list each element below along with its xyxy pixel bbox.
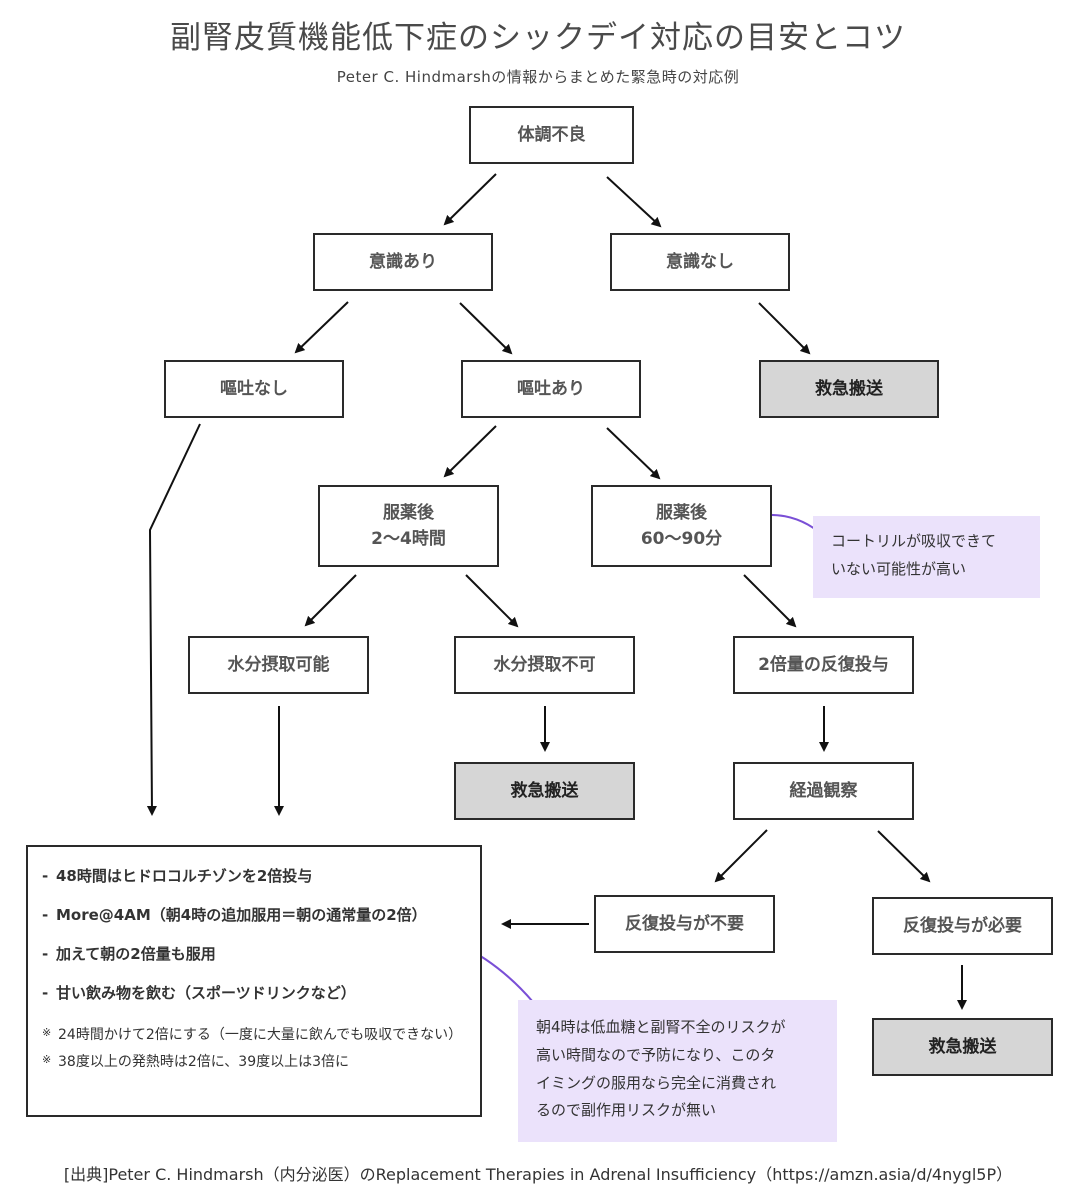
- node-repeat-needed-label: 反復投与が必要: [903, 915, 1022, 936]
- node-double-dose-repeat: 2倍量の反復投与: [733, 636, 914, 694]
- footnote-1-text: 24時間かけて2倍にする（一度に大量に飲んでも吸収できない）: [58, 1027, 463, 1043]
- arrow-after-2-4-to-water-ok: [304, 574, 357, 627]
- arrow-after-60-90-to-double: [743, 574, 797, 628]
- arrow-start-to-unconscious: [606, 176, 662, 228]
- node-water-ok-label: 水分摂取可能: [227, 654, 330, 675]
- node-double-repeat-label: 2倍量の反復投与: [758, 654, 889, 675]
- node-emergency-2: 救急搬送: [454, 762, 635, 820]
- arrow-unconscious-to-emergency: [758, 302, 811, 355]
- instruction-text: More@4AM（朝4時の追加服用＝朝の通常量の2倍）: [56, 906, 427, 924]
- instruction-item: -甘い飲み物を飲む（スポーツドリンクなど）: [42, 978, 466, 1017]
- node-water-ng: 水分摂取不可: [454, 636, 635, 694]
- node-conscious-label: 意識あり: [369, 251, 437, 272]
- arrow-vomit-to-after-60-90: [606, 427, 661, 480]
- node-conscious: 意識あり: [313, 233, 493, 291]
- note-cortril-absorption: コートリルが吸収できて いない可能性が高い: [813, 516, 1040, 598]
- instruction-text: 48時間はヒドロコルチゾンを2倍投与: [56, 867, 313, 885]
- node-repeat-unneeded: 反復投与が不要: [594, 895, 775, 953]
- bullet-dash: -: [42, 984, 49, 1002]
- instruction-item: -48時間はヒドロコルチゾンを2倍投与: [42, 861, 466, 900]
- note-4am-line1: 朝4時は低血糖と副腎不全のリスクが: [536, 1018, 786, 1036]
- footnote-2: ※ 38度以上の発熱時は2倍に、39度以上は3倍に: [42, 1050, 466, 1075]
- note-cortril-line2: いない可能性が高い: [831, 559, 967, 578]
- node-after-60-90-line1: 服薬後: [656, 502, 707, 523]
- node-repeat-unneeded-label: 反復投与が不要: [625, 913, 744, 934]
- footnote-2-text: 38度以上の発熱時は2倍に、39度以上は3倍に: [58, 1054, 350, 1071]
- node-unconscious-label: 意識なし: [666, 251, 734, 272]
- node-repeat-needed: 反復投与が必要: [872, 897, 1053, 955]
- node-after-60-90-min: 服薬後 60〜90分: [591, 485, 772, 567]
- arrow-conscious-to-no-vomit: [294, 301, 349, 354]
- node-observe-label: 経過観察: [789, 780, 858, 801]
- node-emergency-3: 救急搬送: [872, 1018, 1053, 1076]
- node-unconscious: 意識なし: [610, 233, 790, 291]
- instruction-text: 甘い飲み物を飲む（スポーツドリンクなど）: [56, 984, 356, 1002]
- note-4am-line3: イミングの服用なら完全に消費され: [536, 1073, 777, 1092]
- arrow-observe-to-unneeded: [714, 829, 768, 883]
- node-no-vomit-label: 嘔吐なし: [220, 378, 288, 399]
- arrow-conscious-to-vomit: [459, 302, 513, 355]
- node-water-ng-label: 水分摂取不可: [493, 654, 596, 675]
- note-4am-line4: るので副作用リスクが無い: [536, 1101, 717, 1120]
- note-4am-line2: 高い時間なので予防になり、このタ: [536, 1045, 776, 1064]
- footnote-mark: ※: [42, 1053, 52, 1067]
- instruction-item: -More@4AM（朝4時の追加服用＝朝の通常量の2倍）: [42, 900, 466, 939]
- node-vomit-label: 嘔吐あり: [517, 378, 585, 399]
- diagram-title: 副腎皮質機能低下症のシックデイ対応の目安とコツ: [170, 20, 906, 56]
- arrow-after-2-4-to-water-ng: [465, 574, 519, 628]
- footnote-1: ※ 24時間かけて2倍にする（一度に大量に飲んでも吸収できない）: [42, 1023, 466, 1048]
- node-emergency-2-label: 救急搬送: [510, 780, 579, 801]
- node-no-vomit: 嘔吐なし: [164, 360, 344, 418]
- bullet-dash: -: [42, 906, 49, 924]
- node-after-2-4-hours: 服薬後 2〜4時間: [318, 485, 499, 567]
- node-vomit: 嘔吐あり: [461, 360, 641, 418]
- node-emergency-1: 救急搬送: [759, 360, 939, 418]
- bullet-dash: -: [42, 945, 49, 963]
- node-emergency-3-label: 救急搬送: [928, 1036, 997, 1057]
- node-observe: 経過観察: [733, 762, 914, 820]
- arrow-no-vomit-to-list: [146, 423, 201, 816]
- bullet-dash: -: [42, 867, 49, 885]
- arrow-vomit-to-after-2-4: [443, 425, 497, 478]
- node-after-60-90-line2: 60〜90分: [640, 529, 723, 549]
- footnote-mark: ※: [42, 1026, 52, 1039]
- source-citation: [出典]Peter C. Hindmarsh（内分泌医）のReplacement…: [63, 1165, 1013, 1184]
- node-water-ok: 水分摂取可能: [188, 636, 369, 694]
- note-cortril-line1: コートリルが吸収できて: [831, 532, 997, 550]
- diagram-subtitle: Peter C. Hindmarshの情報からまとめた緊急時の対応例: [336, 68, 740, 86]
- node-emergency-1-label: 救急搬送: [815, 378, 883, 399]
- arrow-observe-to-needed: [877, 830, 931, 883]
- instructions-box: -48時間はヒドロコルチゾンを2倍投与 -More@4AM（朝4時の追加服用＝朝…: [26, 845, 482, 1117]
- instruction-item: -加えて朝の2倍量も服用: [42, 939, 466, 978]
- arrow-start-to-conscious: [443, 173, 497, 226]
- node-start-unwell: 体調不良: [469, 106, 634, 164]
- node-after-2-4-line1: 服薬後: [383, 502, 434, 523]
- node-after-2-4-line2: 2〜4時間: [371, 529, 446, 549]
- instruction-text: 加えて朝の2倍量も服用: [56, 945, 216, 963]
- note-4am-rationale: 朝4時は低血糖と副腎不全のリスクが 高い時間なので予防になり、このタ イミングの…: [518, 1000, 837, 1142]
- node-start-label: 体調不良: [517, 124, 586, 145]
